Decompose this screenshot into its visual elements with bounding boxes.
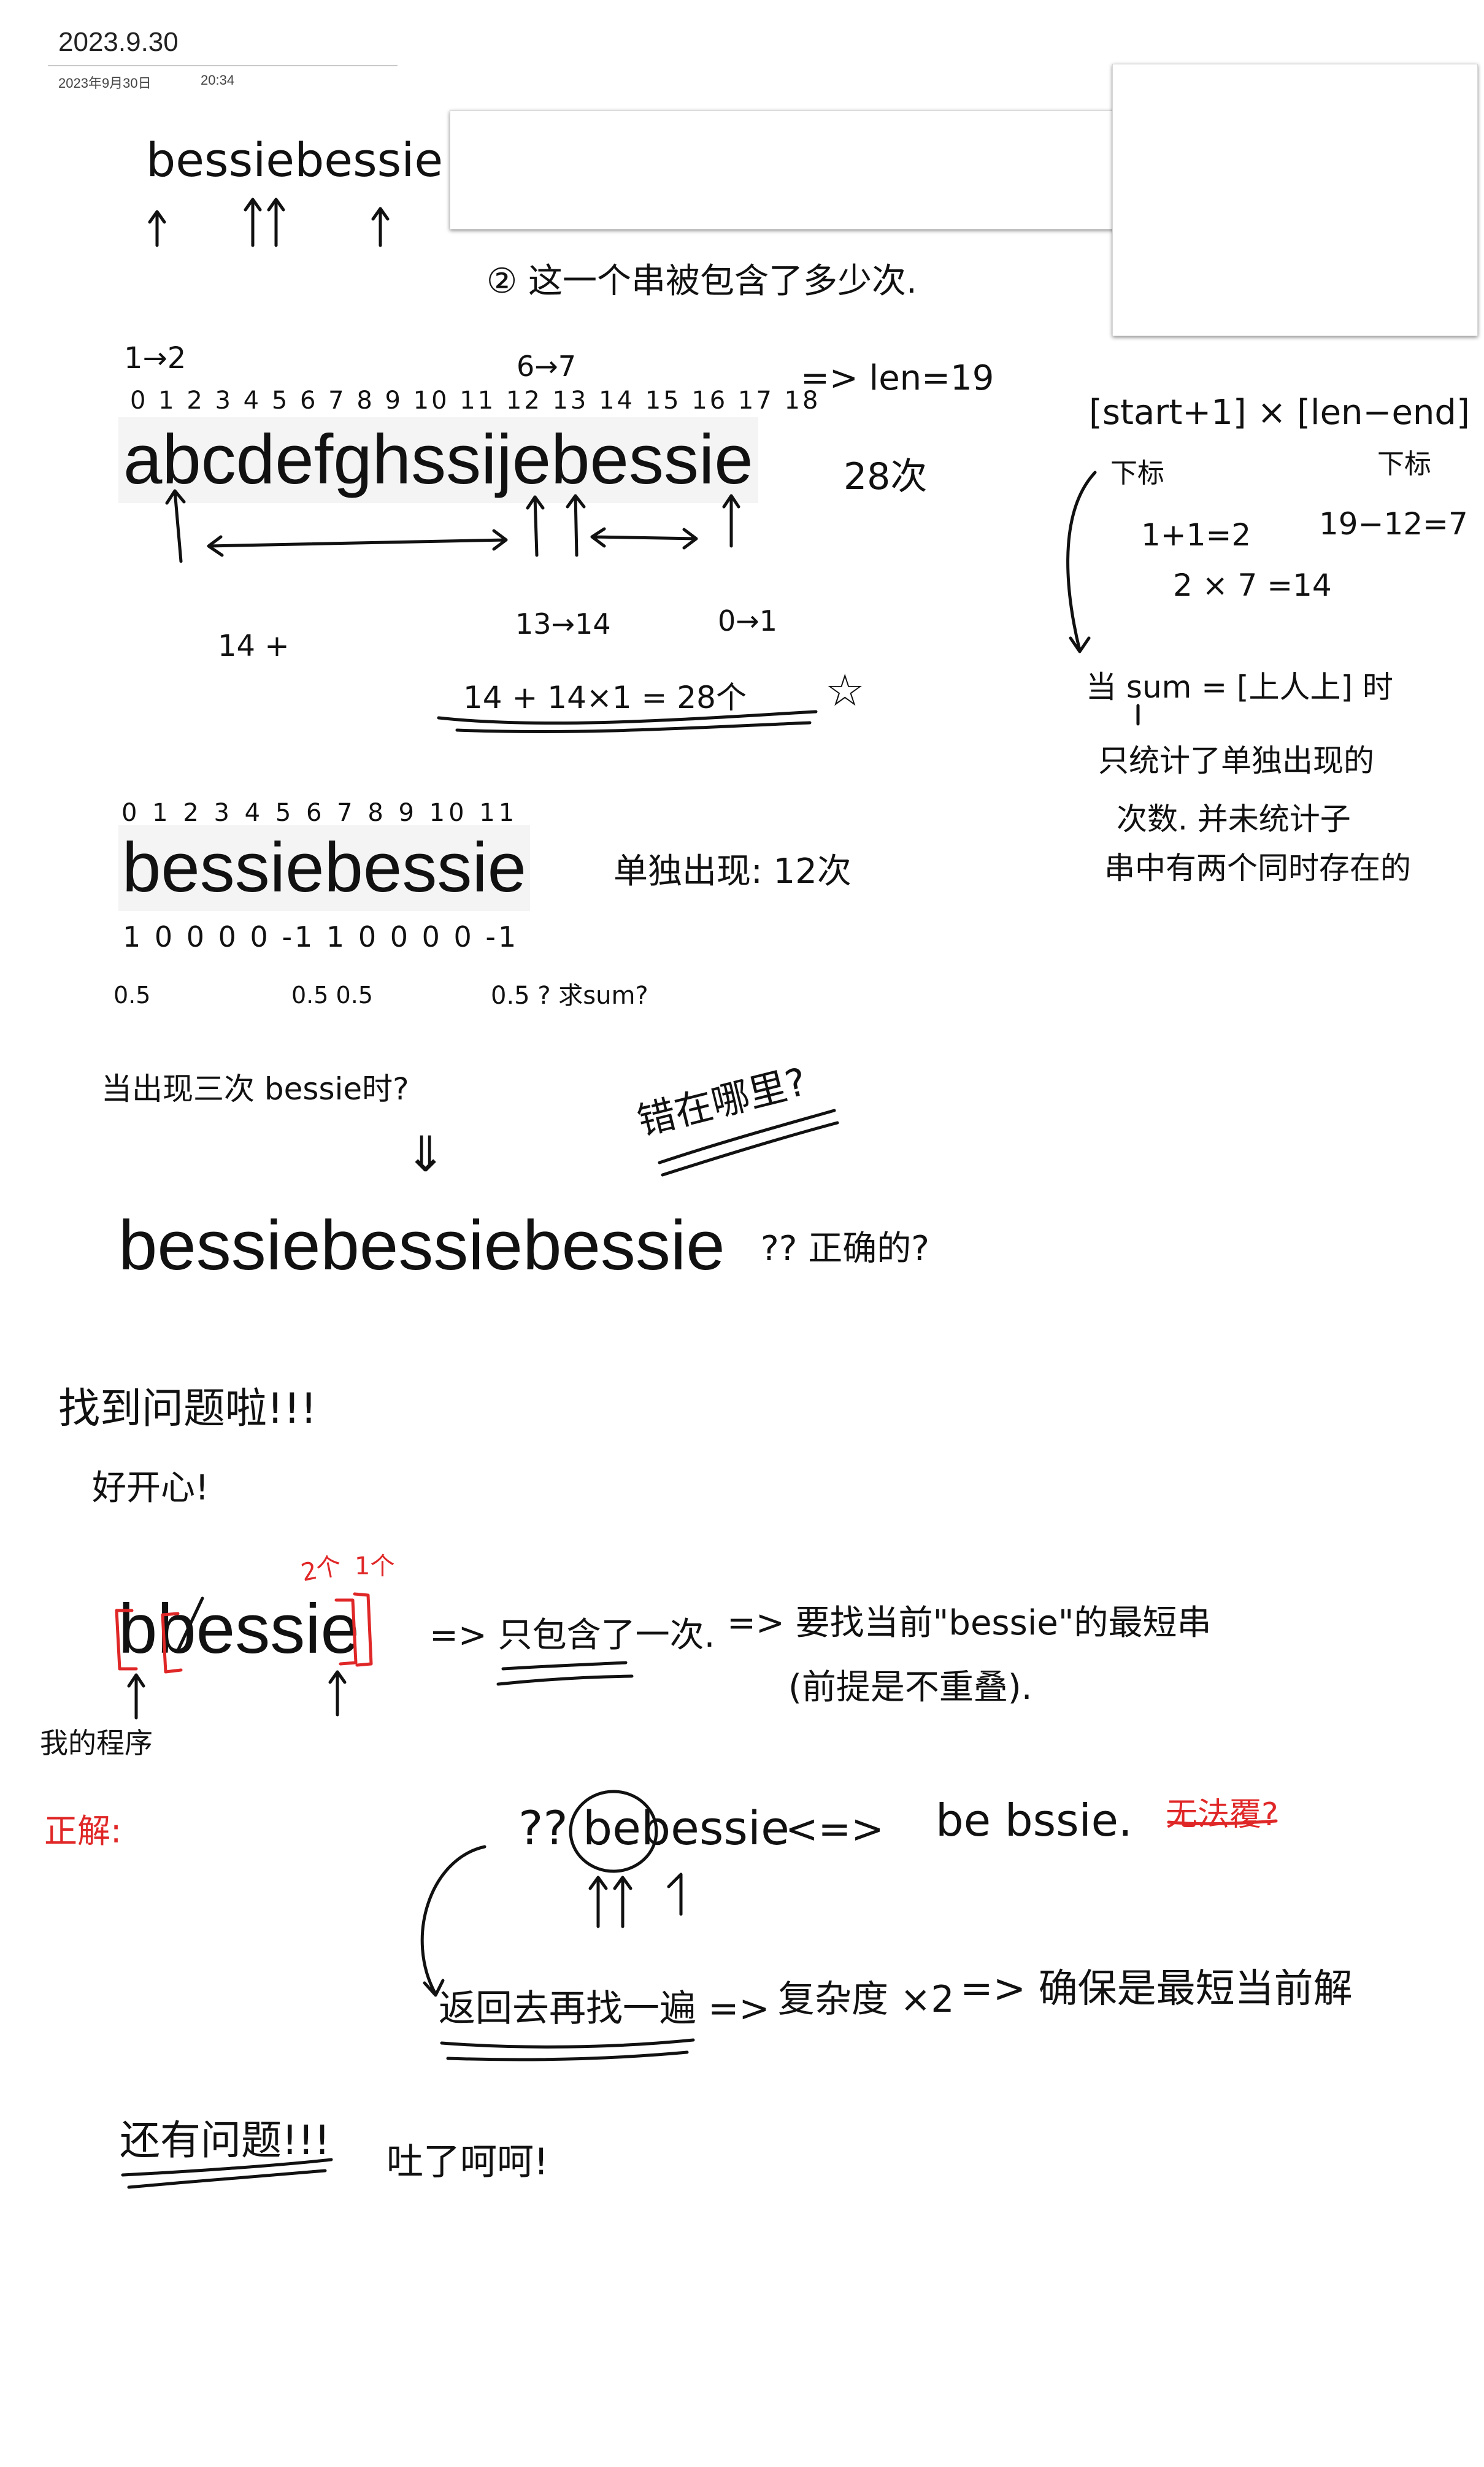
total-line: 14 + 14×1 = 28个 xyxy=(463,680,747,715)
calc-c: 2 × 7 =14 xyxy=(1173,568,1332,603)
up-arrow-icon xyxy=(588,1876,608,1928)
where-wrong-underline xyxy=(658,1109,839,1177)
page-time: 20:34 xyxy=(201,72,235,88)
red-bracket-right-2 xyxy=(353,1592,373,1667)
include-once-underline xyxy=(496,1661,634,1686)
up-arrow-icon xyxy=(127,1673,145,1720)
fix-right: be bssie. xyxy=(936,1795,1132,1846)
string-3: bessiebessiebessie xyxy=(118,1207,725,1285)
red-bracket-right xyxy=(334,1598,358,1666)
up-arrow-icon xyxy=(613,1876,632,1928)
up-arrow-icon xyxy=(722,494,740,548)
calc-b: 19−12=7 xyxy=(1319,506,1468,542)
bits-row: 1 0 0 0 0 -1 1 0 0 0 0 -1 xyxy=(123,920,519,953)
still-underline xyxy=(121,2158,333,2189)
laugh-line: 吐了呵呵! xyxy=(386,2141,549,2184)
up-arrow-icon xyxy=(667,1872,683,1916)
pasted-image-square[interactable] xyxy=(1112,64,1478,336)
note-line-2: 次数. 并未统计子 xyxy=(1117,801,1351,837)
bad-paren: (前提是不重叠). xyxy=(788,1668,1032,1707)
note-line-3: 串中有两个同时存在的 xyxy=(1104,850,1411,886)
string-1: abcdefghssijebessie xyxy=(118,417,758,503)
total-underline xyxy=(437,710,818,734)
up-arrow-icon xyxy=(526,495,545,557)
question-line: ② 这一个串被包含了多少次. xyxy=(486,261,917,301)
double-arrow-icon xyxy=(590,527,698,550)
note-line-1: 只统计了单独出现的 xyxy=(1098,743,1374,779)
up-arrow-icon xyxy=(328,1670,347,1717)
up-arrow-icon xyxy=(566,494,586,557)
halves-a: 0.5 xyxy=(113,982,151,1009)
strike-mark xyxy=(176,1596,204,1652)
fix-complexity: 复杂度 ×2 xyxy=(778,1978,955,2021)
red-underline xyxy=(1167,1819,1278,1826)
back-underline xyxy=(440,2038,695,2061)
circle-mark xyxy=(569,1790,658,1873)
my-program: 我的程序 xyxy=(40,1726,153,1760)
red-label-b: 1个 xyxy=(355,1552,395,1580)
correct-solution: 正解: xyxy=(44,1812,122,1850)
three-times: 当出现三次 bessie时? xyxy=(101,1071,409,1107)
down-arrow-icon: ⇓ xyxy=(405,1126,447,1183)
red-bracket-left-2 xyxy=(161,1612,183,1674)
bad-arrow-2: => 要找当前"bessie"的最短串 xyxy=(727,1603,1212,1643)
formula-main: [start+1] × [len−end] xyxy=(1089,393,1470,433)
correct-question: ?? 正确的? xyxy=(761,1229,929,1269)
string-bad: bbessie xyxy=(118,1590,359,1668)
pair-a: 13→14 xyxy=(515,607,611,641)
found-line-1: 找到问题啦!!! xyxy=(58,1385,317,1433)
found-line-2: 好开心! xyxy=(92,1468,209,1508)
up-arrow-icon xyxy=(165,489,186,563)
calc-a: 1+1=2 xyxy=(1141,517,1251,553)
bad-arrow-1: => 只包含了一次. xyxy=(429,1615,715,1655)
index-row-2: 0 1 2 3 4 5 6 7 8 9 10 11 xyxy=(121,799,518,827)
len-label: => len=19 xyxy=(801,358,994,398)
page-title: 2023.9.30 xyxy=(58,27,179,57)
up-arrow-icon xyxy=(371,207,390,247)
formula-label-a: 下标 xyxy=(1110,458,1164,489)
back-curve-arrow-icon xyxy=(420,1845,486,1997)
pasted-image-wide[interactable] xyxy=(450,110,1126,229)
swap-b: 6→7 xyxy=(517,350,577,383)
formula-when: 当 sum = [上人上] 时 xyxy=(1086,669,1393,705)
fix-back: 返回去再找一遍 => xyxy=(439,1987,770,2030)
title-divider xyxy=(48,65,398,66)
double-arrow-icon xyxy=(207,529,508,557)
fix-ensure: => 确保是最短当前解 xyxy=(960,1966,1353,2012)
pair-b: 0→1 xyxy=(718,604,778,637)
formula-label-b: 下标 xyxy=(1377,448,1431,480)
still-problem: 还有问题!!! xyxy=(120,2117,331,2164)
up-arrow-icon xyxy=(148,210,166,247)
red-bracket-left xyxy=(115,1609,138,1671)
string-2: bessiebessie xyxy=(118,825,531,911)
up-arrow-icon xyxy=(244,198,262,247)
page-date: 2023年9月30日 xyxy=(58,75,152,91)
halves-b: 0.5 0.5 xyxy=(291,982,373,1009)
up-arrow-icon xyxy=(267,198,285,247)
count-28: 28次 xyxy=(844,455,928,498)
index-row-1: 0 1 2 3 4 5 6 7 8 9 10 11 12 13 14 15 16… xyxy=(130,387,821,415)
star-icon: ☆ xyxy=(825,664,865,716)
curve-arrow-icon xyxy=(1066,471,1097,653)
fix-swap: <=> xyxy=(785,1807,884,1852)
swap-a: 1→2 xyxy=(124,341,186,375)
fix-red-question: 无法覆? xyxy=(1166,1796,1278,1833)
sum-left: 14 + xyxy=(218,629,290,663)
halves-c: 0.5 ? 求sum? xyxy=(491,982,648,1010)
single-count: 单独出现: 12次 xyxy=(613,852,852,891)
top-word: bessiebessie xyxy=(146,133,444,187)
